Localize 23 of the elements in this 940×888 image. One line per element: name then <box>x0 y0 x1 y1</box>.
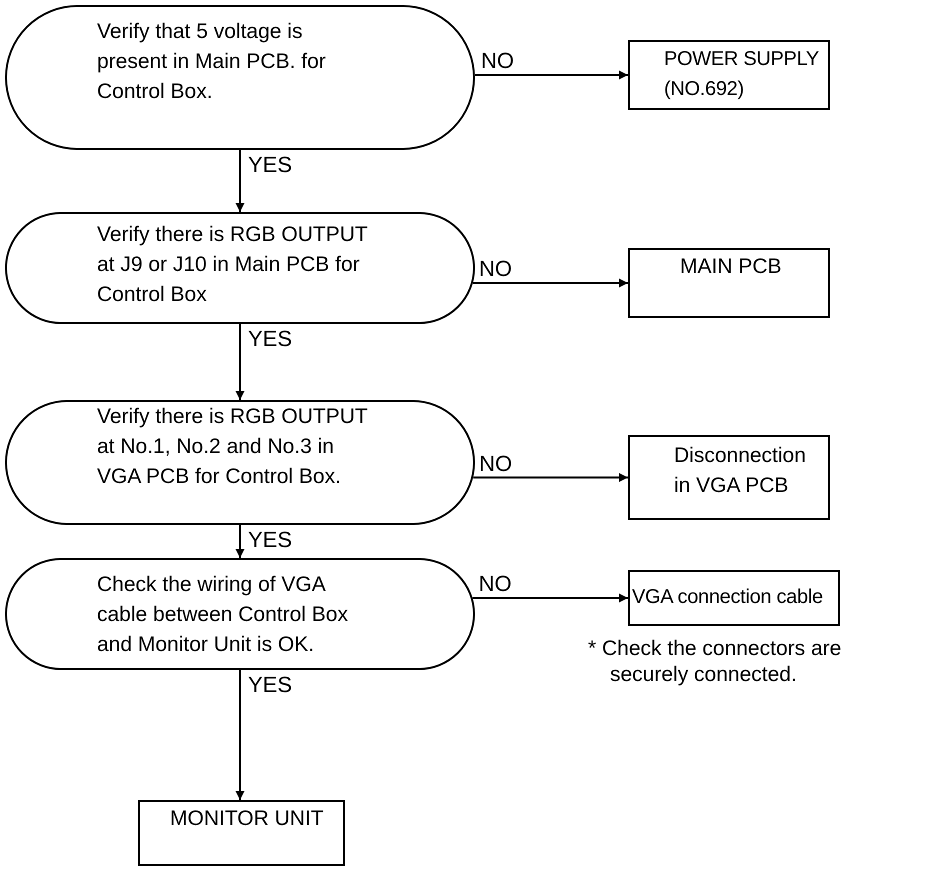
node-text: VGA connection cable <box>632 585 824 610</box>
result-box <box>628 248 830 318</box>
node-text: POWER SUPPLY (NO.692) <box>664 47 820 102</box>
arrow <box>472 594 628 602</box>
arrow <box>236 670 244 800</box>
node-text: Check the wiring of VGA cable between Control Box and Monitor Unit is OK. <box>97 572 349 658</box>
result-box <box>628 40 830 110</box>
node-text: Disconnection in VGA PCB <box>674 443 807 499</box>
result-box <box>628 570 840 626</box>
arrow <box>473 473 628 482</box>
arrow <box>472 278 628 288</box>
result-box <box>628 435 830 520</box>
note-text: * Check the connectors are securely connected. <box>588 636 842 688</box>
result-box <box>138 800 345 866</box>
node-text: Verify there is RGB OUTPUT at No.1, No.2 and No.3 in VGA PCB for Control Box. <box>97 404 368 490</box>
node-text: MONITOR UNIT <box>170 806 325 832</box>
arrow <box>236 150 244 212</box>
arrow <box>236 324 244 400</box>
arrow <box>474 70 628 80</box>
node-text: Verify that 5 voltage is present in Main PCB. for Control Box. <box>97 19 327 105</box>
node-text: MAIN PCB <box>680 254 783 280</box>
arrow <box>236 525 244 558</box>
node-text: Verify there is RGB OUTPUT at J9 or J10 in Main PCB for Control Box <box>97 222 368 308</box>
